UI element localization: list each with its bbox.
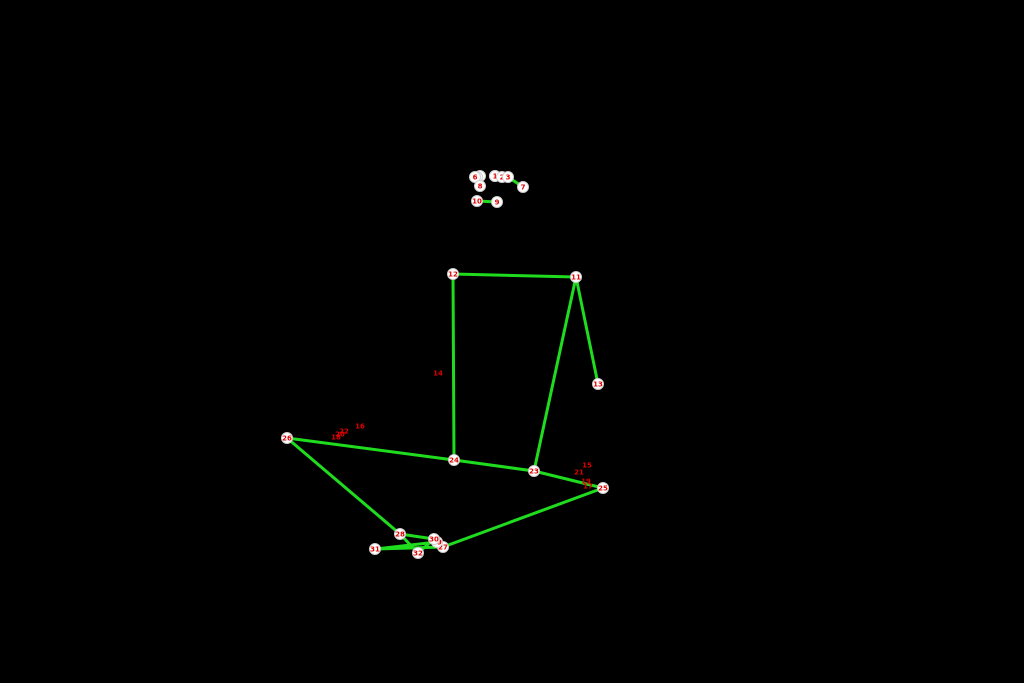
joint-marker [592, 378, 604, 390]
joint-marker [570, 271, 582, 283]
joint-marker [502, 171, 514, 183]
joint-label: 11 [571, 274, 581, 282]
joint-label: 7 [521, 184, 526, 192]
skeleton-joints: 01234567891011121323242526272829303132 [281, 170, 609, 559]
joint-label-15: 15 [582, 462, 592, 470]
joint-marker [469, 171, 481, 183]
bone-j23-j25 [532, 469, 605, 490]
joint-32: 32 [412, 547, 424, 559]
joint-label-18: 18 [331, 434, 341, 442]
joint-8: 8 [474, 180, 486, 192]
joint-label-17: 17 [583, 483, 593, 491]
bone-j29-j31 [373, 540, 439, 551]
joint-label: 24 [449, 457, 459, 465]
joint-label-19: 19 [581, 478, 591, 486]
joint-marker [281, 432, 293, 444]
joint-label: 30 [429, 536, 439, 544]
joint-label: 10 [472, 198, 482, 206]
bone-j25-j27 [441, 486, 605, 549]
bone-j23-j24 [452, 458, 536, 473]
joint-12: 12 [447, 268, 459, 280]
bone-j11-j13 [574, 275, 600, 386]
joint-28: 28 [394, 528, 406, 540]
joint-label: 31 [370, 546, 380, 554]
joint-label-21: 21 [574, 469, 584, 477]
joint-label: 9 [495, 199, 500, 207]
joint-marker [412, 547, 424, 559]
joint-label: 23 [529, 468, 539, 476]
joint-3: 3 [502, 171, 514, 183]
joint-7: 7 [517, 181, 529, 193]
joint-marker [428, 533, 440, 545]
joint-marker [471, 195, 483, 207]
joint-label-20: 20 [335, 431, 345, 439]
joint-marker [517, 181, 529, 193]
joint-13: 13 [592, 378, 604, 390]
occluded-joint-labels: 14 15 16 17 18 19 20 21 22 [331, 370, 593, 491]
joint-label-16: 16 [355, 423, 365, 431]
bone-j26-j28 [285, 436, 402, 536]
joint-label: 1 [493, 173, 498, 181]
joint-marker [528, 465, 540, 477]
joint-label: 32 [413, 550, 423, 558]
joint-label: 13 [593, 381, 603, 389]
joint-label: 27 [438, 544, 448, 552]
joint-24: 24 [448, 454, 460, 466]
joint-6: 6 [469, 171, 481, 183]
joint-label: 6 [473, 174, 478, 182]
joint-marker [447, 268, 459, 280]
joint-marker [474, 180, 486, 192]
joint-marker [597, 482, 609, 494]
joint-31: 31 [369, 543, 381, 555]
joint-label: 8 [478, 183, 483, 191]
joint-10: 10 [471, 195, 483, 207]
joint-9: 9 [491, 196, 503, 208]
joint-11: 11 [570, 271, 582, 283]
bone-j11-j12 [451, 272, 578, 279]
bone-j12-j24 [451, 272, 456, 462]
joint-marker [448, 454, 460, 466]
joint-marker [369, 543, 381, 555]
joint-label-22: 22 [339, 428, 349, 436]
joint-label: 12 [448, 271, 458, 279]
joint-marker [394, 528, 406, 540]
joint-label: 3 [506, 174, 511, 182]
joint-30: 30 [428, 533, 440, 545]
joint-label-14: 14 [433, 370, 443, 378]
bone-j11-j23 [532, 275, 578, 473]
joint-label: 28 [395, 531, 405, 539]
joint-marker [491, 196, 503, 208]
joint-25: 25 [597, 482, 609, 494]
joint-26: 26 [281, 432, 293, 444]
bone-j24-j26 [285, 436, 456, 462]
joint-label: 26 [282, 435, 292, 443]
joint-label: 25 [598, 485, 608, 493]
joint-23: 23 [528, 465, 540, 477]
